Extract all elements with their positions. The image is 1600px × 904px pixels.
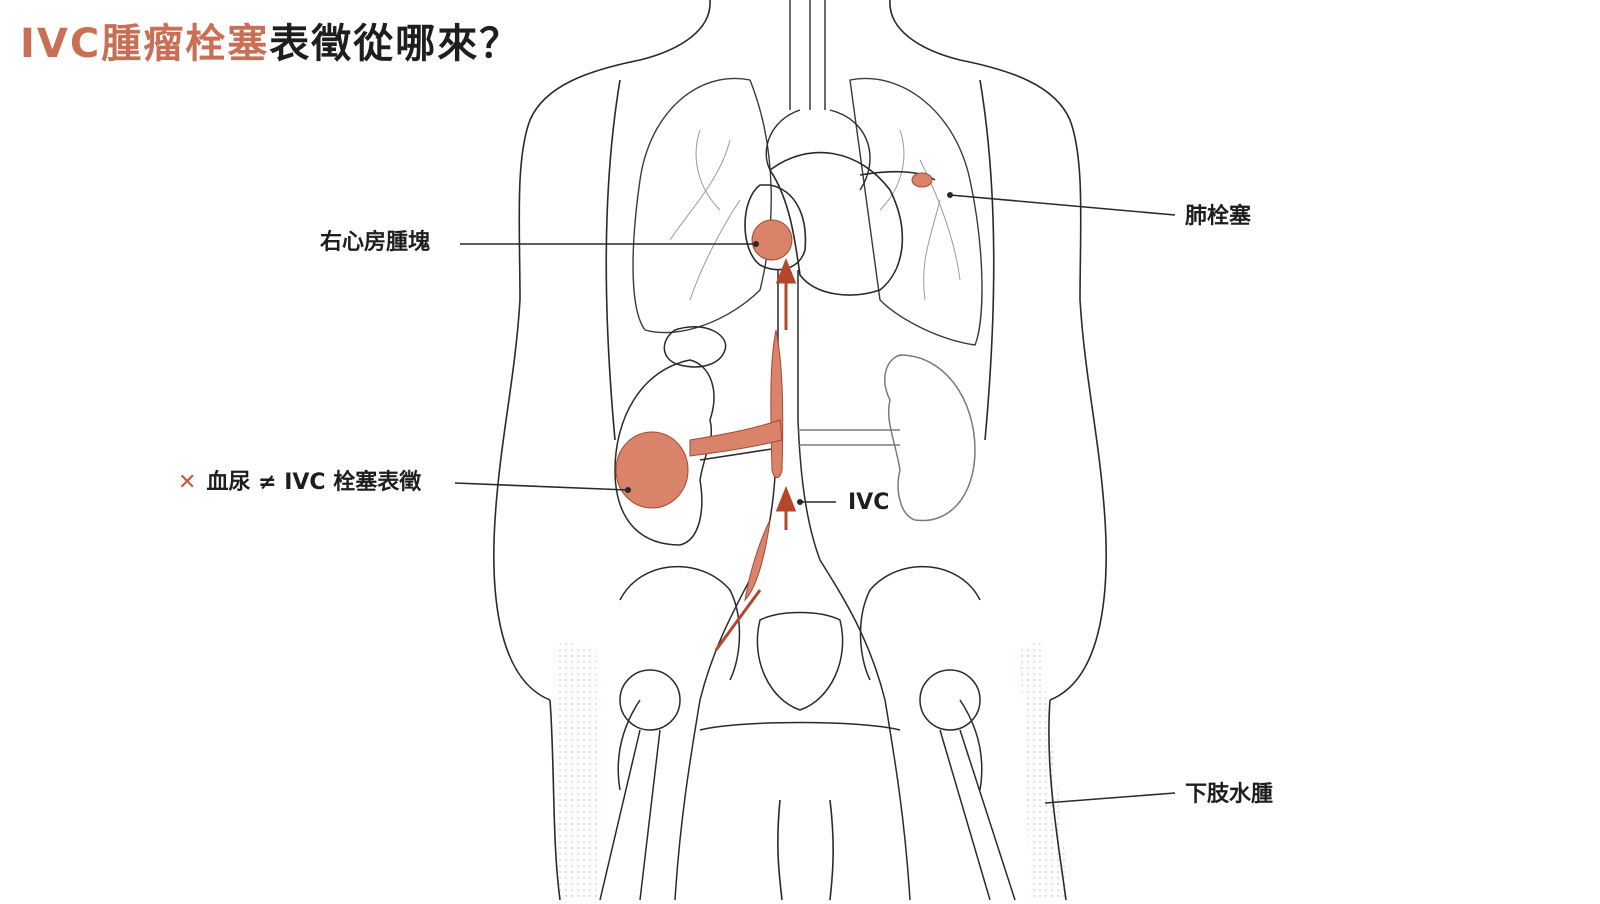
great-vessels <box>765 0 871 191</box>
edema-shading <box>555 640 1068 900</box>
label-hematuria: ✕ 血尿 ≠ IVC 栓塞表徵 <box>178 468 421 498</box>
leader-lines <box>454 194 1176 804</box>
flow-arrows <box>714 257 797 651</box>
label-pulmonary-embolism: 肺栓塞 <box>1185 204 1252 229</box>
kidneys <box>614 326 976 546</box>
ivc-vessel <box>674 270 911 901</box>
body-outline <box>493 0 1107 901</box>
label-leg-edema: 下肢水腫 <box>1185 782 1274 807</box>
title-highlight: IVC腫瘤栓塞 <box>20 21 270 67</box>
label-hematuria-text: 血尿 ≠ IVC 栓塞表徵 <box>206 470 422 495</box>
page-title: IVC腫瘤栓塞表徵從哪來？ <box>20 14 521 74</box>
tumor-thrombus <box>615 172 933 602</box>
label-right-atrium-mass: 右心房腫塊 <box>320 230 431 255</box>
title-rest: 表徵從哪來？ <box>269 21 522 67</box>
leader-points <box>625 192 953 505</box>
label-ivc: IVC <box>848 490 890 515</box>
pelvis <box>599 565 1016 901</box>
lungs <box>632 77 983 346</box>
cross-icon: ✕ <box>178 470 197 495</box>
